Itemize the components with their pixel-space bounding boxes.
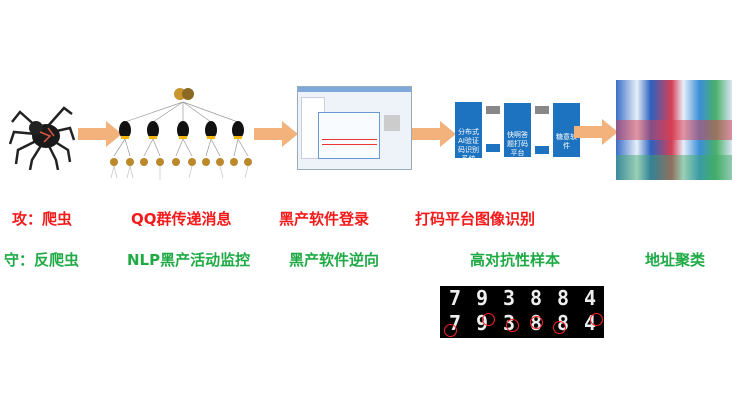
- arrow-right-icon: [412, 121, 456, 147]
- defense-label-reverse: 黑产软件逆向: [289, 251, 380, 269]
- mnist-digit: 8: [529, 286, 543, 310]
- attack-label-login: 黑产软件登录: [279, 210, 370, 228]
- defense-label-adversarial: 高对抗性样本: [470, 251, 561, 269]
- perturbation-circle: [590, 313, 603, 327]
- perturbation-circle: [506, 319, 519, 332]
- ai-captcha-system-box: 分布式AI验证码识别系统: [455, 102, 482, 163]
- arrow-right-icon: [78, 121, 122, 147]
- address-photo: [616, 80, 732, 180]
- dama-platform-box: 快啊答题打码平台: [504, 103, 531, 157]
- mnist-digit: 8: [556, 286, 570, 310]
- perturbation-circle: [444, 323, 457, 337]
- attack-label-captcha: 打码平台图像识别: [415, 210, 536, 228]
- perturbation-circle: [553, 321, 566, 335]
- perturbation-circle: [482, 312, 495, 326]
- attack-label-crawler: 攻：爬虫: [12, 210, 73, 228]
- attack-label-qq: QQ群传递消息: [131, 210, 232, 228]
- arrow-right-icon: [254, 121, 298, 147]
- box-label: 糖意软件: [556, 133, 577, 150]
- mnist-digit: 9: [475, 286, 489, 310]
- box-label: 分布式AI验证码识别系统: [458, 128, 479, 163]
- perturbation-circle: [530, 315, 543, 329]
- mnist-digit: 3: [502, 286, 516, 310]
- spider-icon: [8, 106, 76, 170]
- software-login-screenshot: [297, 86, 412, 170]
- defense-label-nlp: NLP黑产活动监控: [127, 251, 251, 269]
- box-label: 快啊答题打码平台: [507, 131, 528, 157]
- defense-label-clustering: 地址聚类: [645, 251, 706, 269]
- defense-label-anticrawler: 守：反爬虫: [4, 251, 80, 269]
- arrow-right-icon: [574, 119, 618, 145]
- mnist-digit: 7: [448, 286, 462, 310]
- mnist-digit: 4: [583, 286, 597, 310]
- qq-group-tree: [110, 88, 252, 180]
